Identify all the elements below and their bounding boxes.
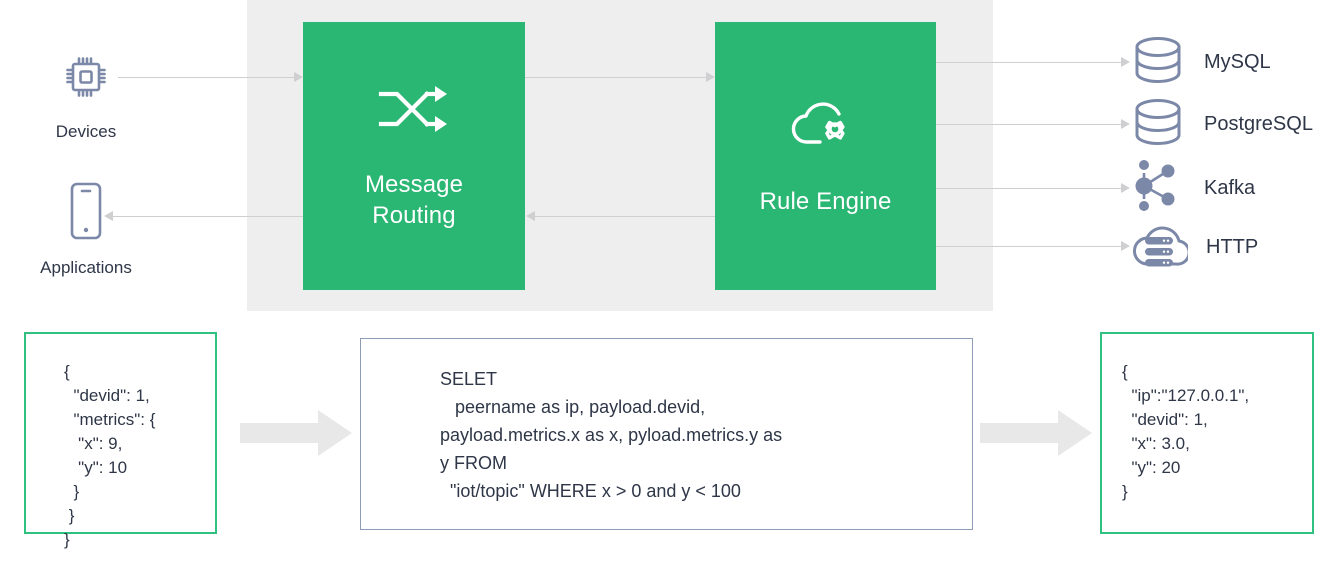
shuffle-icon bbox=[377, 82, 451, 143]
sink-mysql[interactable]: MySQL bbox=[1130, 34, 1271, 90]
process-message-routing[interactable]: Message Routing bbox=[303, 22, 525, 290]
connector-engine-to-routing bbox=[534, 216, 715, 217]
database-cylinder-icon bbox=[1130, 34, 1186, 91]
arrowhead-engine-to-routing bbox=[526, 211, 535, 221]
sink-http[interactable]: HTTP bbox=[1130, 219, 1258, 275]
connector-routing-to-applications bbox=[112, 216, 303, 217]
sink-postgresql[interactable]: PostgreSQL bbox=[1130, 96, 1313, 152]
connector-engine-to-postgresql bbox=[936, 124, 1121, 125]
endpoint-applications: Applications bbox=[0, 180, 172, 278]
chip-icon bbox=[0, 48, 172, 111]
connector-engine-to-http bbox=[936, 246, 1121, 247]
output-payload-code: { "ip":"127.0.0.1", "devid": 1, "x": 3.0… bbox=[1122, 362, 1250, 501]
arrowhead-routing-to-applications bbox=[104, 211, 113, 221]
input-payload-code: { "devid": 1, "metrics": { "x": 9, "y": … bbox=[64, 362, 156, 549]
connector-routing-to-engine bbox=[525, 77, 706, 78]
mobile-phone-icon bbox=[0, 180, 172, 247]
cloud-server-icon bbox=[1130, 219, 1191, 276]
sink-postgresql-label: PostgreSQL bbox=[1204, 112, 1313, 135]
process-message-routing-label: Message Routing bbox=[364, 170, 464, 229]
block-arrow-sql-to-output bbox=[980, 410, 1092, 456]
arrowhead-engine-to-postgresql bbox=[1121, 119, 1130, 129]
endpoint-devices-label: Devices bbox=[55, 122, 117, 141]
rule-sql-panel: SELET peername as ip, payload.devid, pay… bbox=[360, 338, 973, 530]
connector-engine-to-kafka bbox=[936, 188, 1121, 189]
arrowhead-engine-to-mysql bbox=[1121, 57, 1130, 67]
block-arrow-input-to-sql bbox=[240, 410, 352, 456]
connector-engine-to-mysql bbox=[936, 62, 1121, 63]
sink-http-label: HTTP bbox=[1206, 235, 1259, 258]
arrowhead-engine-to-kafka bbox=[1121, 183, 1130, 193]
sink-kafka-label: Kafka bbox=[1204, 176, 1256, 199]
rule-sql-code: SELET peername as ip, payload.devid, pay… bbox=[440, 369, 783, 501]
endpoint-applications-label: Applications bbox=[40, 258, 132, 277]
arrowhead-routing-to-engine bbox=[706, 72, 715, 82]
process-rule-engine[interactable]: Rule Engine bbox=[715, 22, 936, 290]
arrowhead-devices-to-routing bbox=[294, 72, 303, 82]
endpoint-devices: Devices bbox=[0, 48, 172, 142]
process-rule-engine-label: Rule Engine bbox=[759, 188, 892, 215]
sink-mysql-label: MySQL bbox=[1204, 50, 1271, 73]
input-payload-panel: { "devid": 1, "metrics": { "x": 9, "y": … bbox=[24, 332, 217, 549]
sink-kafka[interactable]: Kafka bbox=[1130, 159, 1256, 218]
arrowhead-engine-to-http bbox=[1121, 241, 1130, 251]
connector-devices-to-routing bbox=[118, 77, 294, 78]
database-cylinder-icon bbox=[1130, 96, 1186, 153]
output-payload-panel: { "ip":"127.0.0.1", "devid": 1, "x": 3.0… bbox=[1100, 332, 1314, 534]
cloud-gear-icon bbox=[788, 95, 864, 160]
node-graph-icon bbox=[1130, 159, 1186, 218]
